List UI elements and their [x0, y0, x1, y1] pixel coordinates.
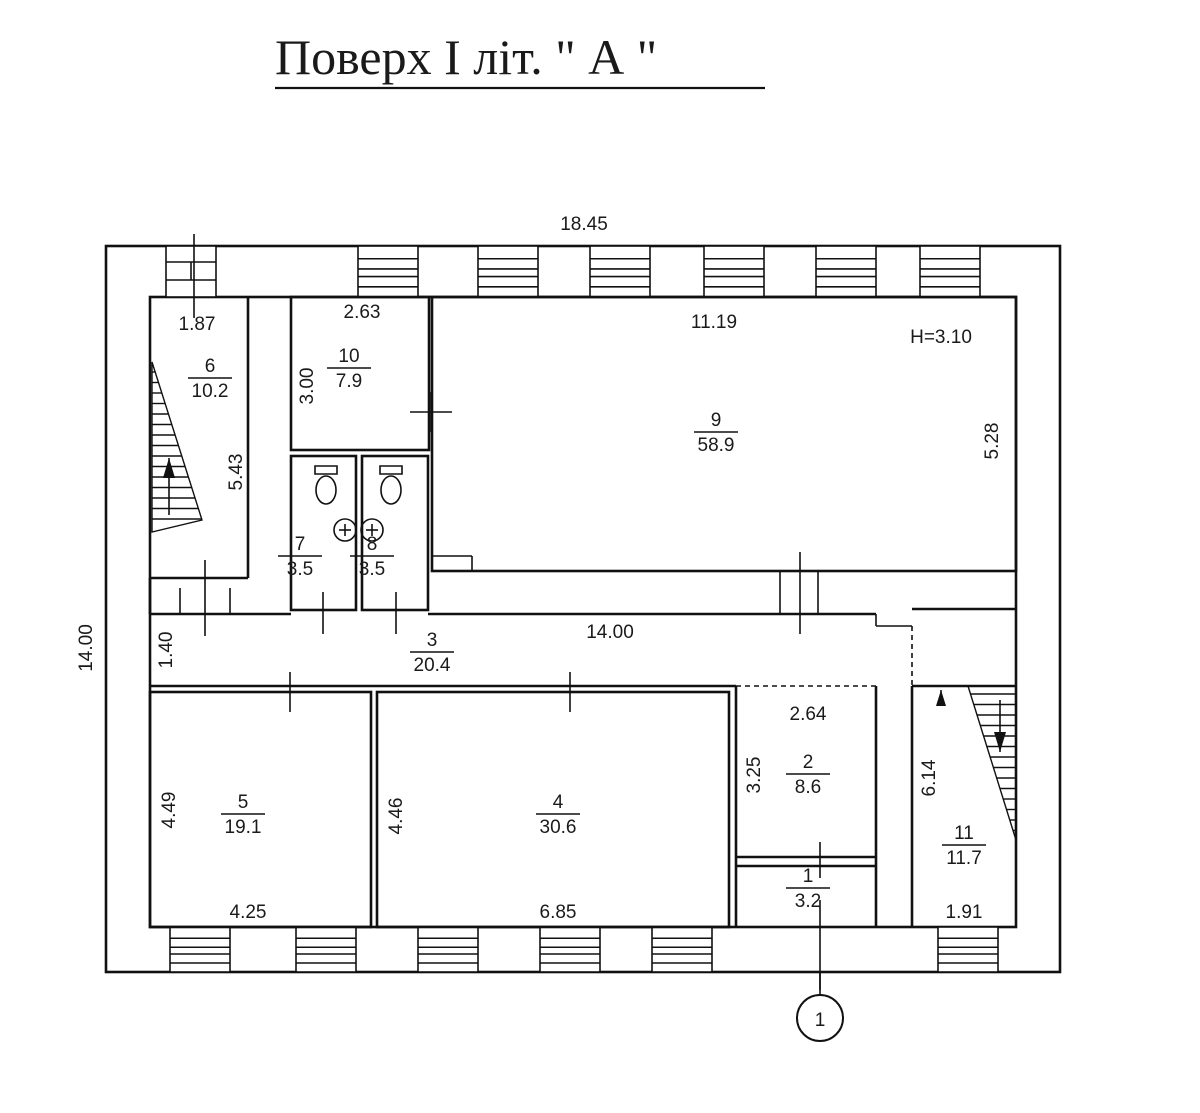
room-label-5: 519.1 — [221, 792, 265, 838]
room9-width-label: 11.19 — [691, 312, 737, 333]
room-number: 1 — [803, 866, 814, 887]
stair-left — [151, 361, 203, 533]
overall-width-label: 18.45 — [560, 214, 608, 235]
room10-length-label: 3.00 — [297, 368, 318, 405]
room-number: 6 — [205, 356, 216, 377]
room10-width-label: 2.63 — [344, 302, 381, 323]
corridor-length-label: 14.00 — [586, 622, 634, 643]
room-number: 3 — [427, 630, 438, 651]
room-number: 5 — [238, 792, 249, 813]
room9-length-label: 5.28 — [982, 423, 1003, 460]
room6-width-label: 1.87 — [179, 314, 216, 335]
plan-title: Поверх I літ. " А " — [275, 29, 657, 85]
room-label-4: 430.6 — [536, 792, 580, 838]
room11-width-label: 1.91 — [946, 902, 983, 923]
bottom-windows — [169, 926, 999, 973]
room-area: 7.9 — [336, 371, 362, 392]
interior-walls — [148, 295, 1018, 929]
room-label-3: 320.4 — [410, 630, 454, 676]
room-area: 11.7 — [946, 848, 982, 869]
room4-width-label: 6.85 — [540, 902, 577, 923]
room11-length-label: 6.14 — [919, 759, 940, 796]
room-area: 30.6 — [540, 817, 577, 838]
stair-right — [936, 685, 1017, 841]
room5-length-label: 4.49 — [159, 792, 180, 829]
corridor-width-label: 1.40 — [156, 632, 177, 669]
room-label-11: 11 11.7 — [942, 823, 986, 869]
room4-length-label: 4.46 — [386, 798, 407, 835]
room-area: 3.5 — [287, 559, 313, 580]
room-number: 11 — [954, 823, 974, 844]
room2-length-label: 3.25 — [744, 757, 765, 794]
room-number: 4 — [553, 792, 564, 813]
room-area: 10.2 — [192, 381, 229, 402]
room-label-8: 83.5 — [350, 534, 394, 580]
height-label: H=3.10 — [910, 327, 972, 348]
room-labels: 13.228.6320.4430.6519.1610.273.583.5958.… — [188, 346, 986, 912]
overall-depth-label: 14.00 — [76, 624, 97, 672]
room-label-9: 958.9 — [694, 410, 738, 456]
room-label-10: 107.9 — [327, 346, 371, 392]
toilet-icon — [314, 465, 403, 542]
axis-marker-circle — [796, 994, 844, 1042]
door-marks — [179, 234, 821, 990]
room-label-6: 610.2 — [188, 356, 232, 402]
room-area: 3.5 — [359, 559, 385, 580]
top-windows — [165, 245, 981, 298]
room-label-1: 13.2 — [786, 866, 830, 912]
room-number: 2 — [803, 752, 814, 773]
room-area: 3.2 — [795, 891, 821, 912]
room2-width-label: 2.64 — [790, 704, 827, 725]
room-area: 8.6 — [795, 777, 821, 798]
room-number: 9 — [711, 410, 722, 431]
room-label-7: 73.5 — [278, 534, 322, 580]
room6-length-label: 5.43 — [226, 454, 247, 491]
room-number: 10 — [338, 346, 359, 367]
room5-width-label: 4.25 — [230, 902, 267, 923]
room-area: 20.4 — [414, 655, 451, 676]
room-number: 8 — [367, 534, 378, 555]
room-label-2: 28.6 — [786, 752, 830, 798]
dimension-labels: 18.45 14.00 1.87 5.43 2.63 3.00 11.19 H=… — [76, 214, 1003, 923]
room-area: 58.9 — [698, 435, 735, 456]
room-area: 19.1 — [225, 817, 262, 838]
axis-marker-label: 1 — [815, 1010, 826, 1031]
room-number: 7 — [295, 534, 306, 555]
